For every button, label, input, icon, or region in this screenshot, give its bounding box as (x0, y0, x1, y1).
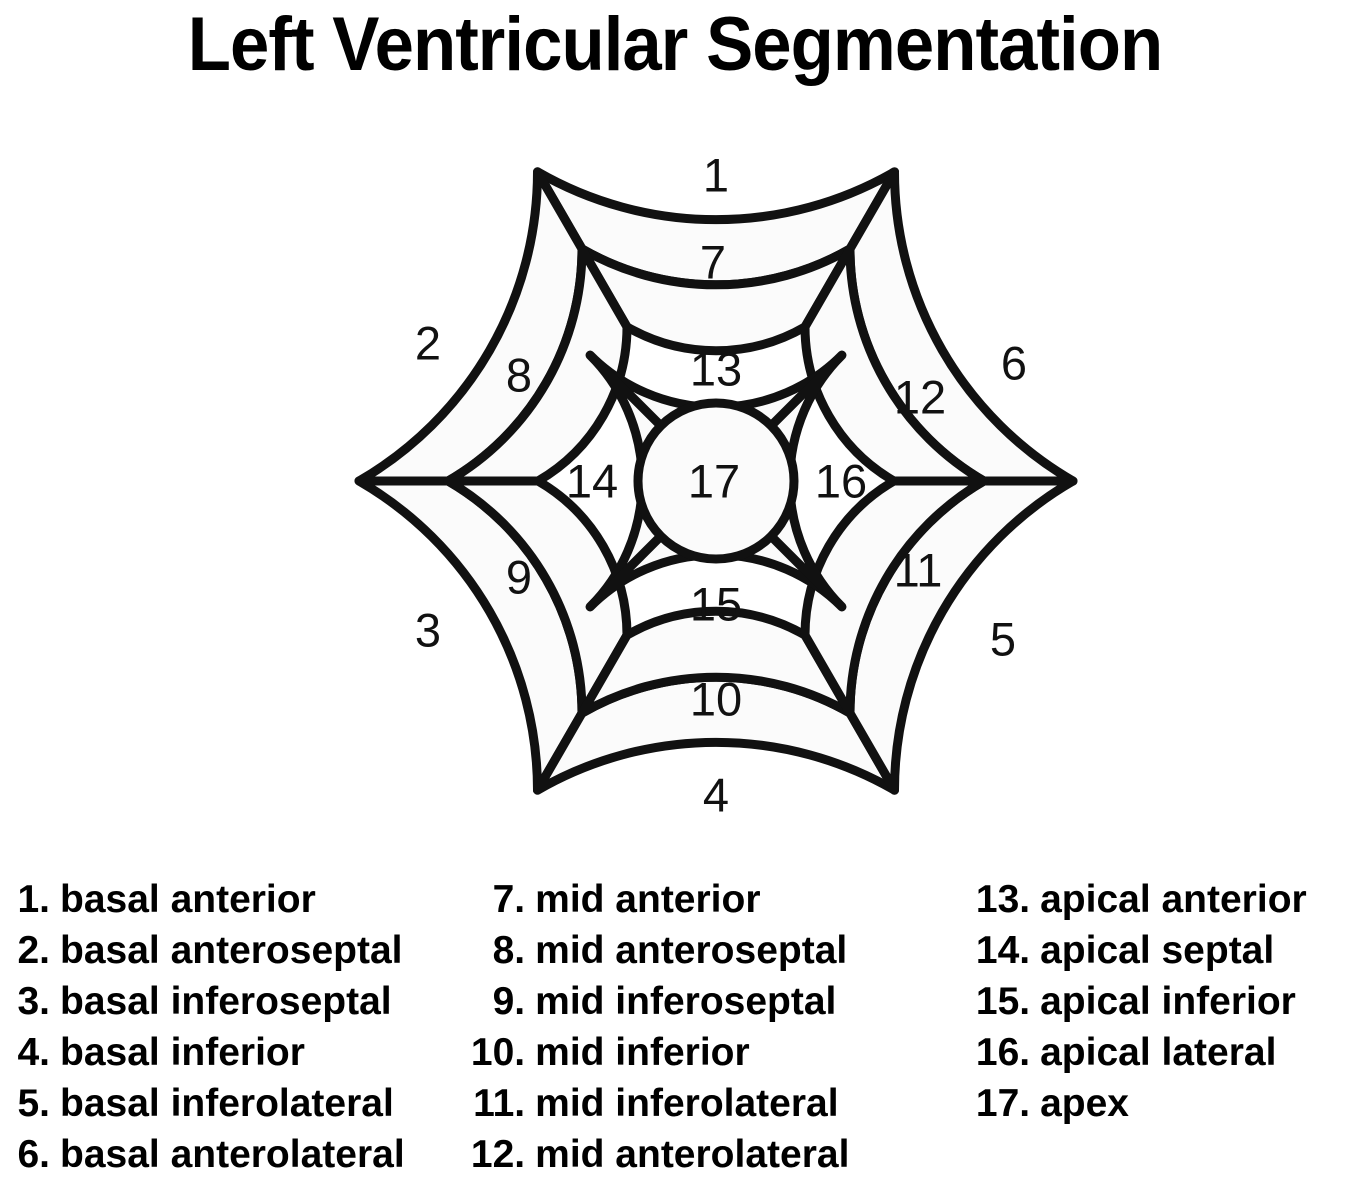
segment-label-1: 1 (703, 149, 729, 202)
legend-item-label: mid inferior (535, 1031, 750, 1074)
segment-6 (845, 167, 1078, 486)
legend-item: 3.basal inferoseptal (8, 976, 453, 1027)
legend-item-label: basal inferoseptal (60, 980, 392, 1023)
legend-item-number: 7. (492, 878, 526, 921)
segment-14 (585, 350, 689, 612)
legend-item-number: 15. (975, 980, 1031, 1023)
segment-15 (585, 508, 847, 612)
legend-item: 6.basal anterolateral (8, 1129, 453, 1180)
segment-label-16: 16 (815, 455, 867, 508)
segment-label-2: 2 (415, 317, 441, 370)
legend-item-label: basal anteroseptal (60, 929, 403, 972)
segment-11 (800, 476, 989, 718)
legend-item: 8.mid anteroseptal (459, 925, 908, 976)
legend-item-label: apical anterior (1040, 878, 1307, 921)
legend-item: 13.apical anterior (964, 874, 1350, 925)
segment-label-12: 12 (894, 371, 946, 424)
segment-8 (443, 244, 632, 486)
legend-item: 2.basal anteroseptal (8, 925, 453, 976)
legend-item: 11.mid inferolateral (459, 1078, 908, 1129)
legend-item-label: basal inferolateral (60, 1082, 394, 1125)
legend-item-number: 12. (470, 1133, 526, 1176)
segment-label-6: 6 (1001, 337, 1027, 390)
legend-item-number: 8. (492, 929, 526, 972)
segment-9 (443, 476, 632, 718)
legend-item-number: 11. (473, 1082, 526, 1125)
segment-4 (533, 672, 899, 795)
legend-item: 5.basal inferolateral (8, 1078, 453, 1129)
legend-item-number: 3. (17, 980, 50, 1023)
legend-item: 16.apical lateral (964, 1027, 1350, 1078)
legend-item-number: 4. (17, 1031, 50, 1074)
legend-item-label: basal anterior (60, 878, 316, 921)
legend-item: 15.apical inferior (964, 976, 1350, 1027)
legend-item: 1.basal anterior (8, 874, 453, 925)
legend-item-label: basal inferior (60, 1031, 305, 1074)
legend-item-label: mid anterior (535, 878, 761, 921)
legend-item-label: apical inferior (1040, 980, 1296, 1023)
legend-item: 7.mid anterior (459, 874, 908, 925)
segment-1 (533, 167, 899, 290)
segment-7 (577, 244, 855, 356)
legend-item-label: mid inferolateral (535, 1082, 839, 1125)
legend-item: 10.mid inferior (459, 1027, 908, 1078)
segment-13 (585, 350, 847, 454)
segment-label-8: 8 (506, 349, 532, 402)
segment-label-4: 4 (703, 769, 729, 822)
segments-group (354, 167, 1078, 795)
segment-label-7: 7 (700, 236, 726, 289)
segment-label-15: 15 (690, 578, 742, 631)
legend-item-number: 17. (975, 1082, 1031, 1125)
segment-2 (354, 167, 587, 486)
segment-label-10: 10 (690, 673, 742, 726)
legend-item: 9.mid inferoseptal (459, 976, 908, 1027)
legend-item: 17.apex (964, 1078, 1350, 1129)
segment-label-3: 3 (415, 604, 441, 657)
legend-item-number: 14. (975, 929, 1031, 972)
legend-item: 12.mid anterolateral (459, 1129, 908, 1180)
segment-label-17: 17 (688, 455, 740, 508)
segment-label-11: 11 (894, 544, 943, 597)
legend-item: 14.apical septal (964, 925, 1350, 976)
legend-item-label: apex (1040, 1082, 1129, 1125)
legend-item-number: 10. (470, 1031, 526, 1074)
legend-item-number: 13. (975, 878, 1031, 921)
legend-item-label: mid anteroseptal (535, 929, 848, 972)
legend-item-number: 2. (17, 929, 50, 972)
legend-item-label: mid inferoseptal (535, 980, 837, 1023)
legend-item-number: 6. (17, 1133, 50, 1176)
legend-item-number: 9. (492, 980, 526, 1023)
legend-item-label: mid anterolateral (535, 1133, 850, 1176)
segment-16 (743, 350, 847, 612)
segment-label-13: 13 (690, 343, 742, 396)
segment-17 (633, 398, 799, 564)
segment-12 (800, 244, 989, 486)
segment-label-14: 14 (566, 455, 618, 508)
segment-3 (354, 476, 587, 795)
segment-10 (577, 606, 855, 718)
page-title: Left Ventricular Segmentation (187, 2, 1163, 87)
legend-item-number: 1. (17, 878, 50, 921)
legend-item-label: basal anterolateral (60, 1133, 405, 1176)
segment-5 (845, 476, 1078, 795)
legend-item-number: 5. (17, 1082, 50, 1125)
legend-item-label: apical lateral (1040, 1031, 1277, 1074)
segment-label-5: 5 (990, 613, 1016, 666)
legend-item: 4.basal inferior (8, 1027, 453, 1078)
segment-label-9: 9 (506, 551, 532, 604)
legend-item-label: apical septal (1040, 929, 1275, 972)
legend-item-number: 16. (975, 1031, 1031, 1074)
